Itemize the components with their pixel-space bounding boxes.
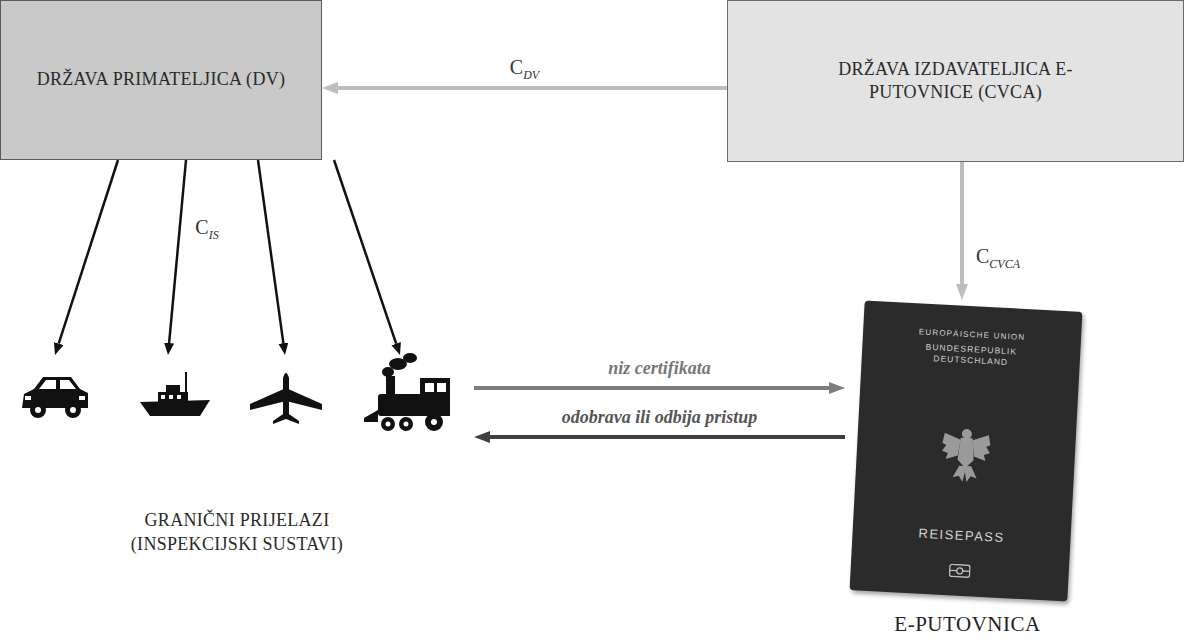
arrow-connector xyxy=(169,160,186,343)
passport-cover: EUROPÄISCHE UNIONBUNDESREPUBLIK DEUTSCHL… xyxy=(850,300,1083,601)
arrow-connector xyxy=(258,160,283,343)
flow-label: niz certifikata xyxy=(605,358,714,379)
arrow-connector xyxy=(474,386,829,390)
certificate-label: CIS xyxy=(192,212,221,243)
state-box: DRŽAVA IZDAVATELJICA E-PUTOVNICE (CVCA) xyxy=(727,0,1184,162)
box-text: DRŽAVA IZDAVATELJICA E-PUTOVNICE (CVCA) xyxy=(831,58,1081,105)
certificate-label: CCVCA xyxy=(973,242,1023,273)
certificate-label: CDV xyxy=(507,53,542,84)
cover-text: REISEPASS xyxy=(852,522,1070,548)
arrow-connector xyxy=(334,160,396,344)
box-text: DRŽAVA PRIMATELJICA (DV) xyxy=(37,68,286,91)
boat-icon xyxy=(140,372,210,416)
arrow-connector xyxy=(490,435,845,439)
train-icon xyxy=(364,353,450,431)
group-caption: GRANIČNI PRIJELAZI (INSPEKCIJSKI SUSTAVI… xyxy=(102,509,372,556)
car-icon xyxy=(22,377,88,418)
e-passport: EUROPÄISCHE UNIONBUNDESREPUBLIK DEUTSCHL… xyxy=(845,300,1090,641)
chip-symbol xyxy=(948,563,971,578)
cover-text: EUROPÄISCHE UNION xyxy=(863,324,1081,344)
cover-text: BUNDESREPUBLIK DEUTSCHLAND xyxy=(912,341,1031,369)
state-box: DRŽAVA PRIMATELJICA (DV) xyxy=(0,0,322,160)
flow-label: odobrava ili odbija pristup xyxy=(559,407,761,428)
arrow-connector xyxy=(960,162,964,284)
passport-caption: E-PUTOVNICA xyxy=(845,612,1090,637)
eagle-emblem xyxy=(938,423,993,486)
arrow-connector xyxy=(338,86,727,90)
arrow-connector xyxy=(59,160,118,344)
border-crossings-group: GRANIČNI PRIJELAZI (INSPEKCIJSKI SUSTAVI… xyxy=(0,355,474,560)
plane-icon xyxy=(250,373,322,424)
